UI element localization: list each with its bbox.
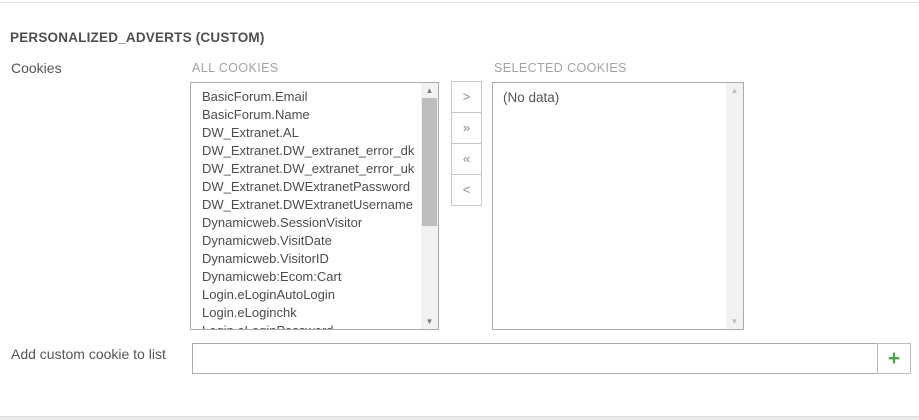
cookie-list-item[interactable]: Dynamicweb.VisitDate xyxy=(202,233,332,248)
cookie-list-item[interactable]: Dynamicweb.VisitorID xyxy=(202,251,329,266)
cookie-list-item[interactable]: Login.eLoginPassword xyxy=(202,322,421,329)
selected-cookies-listbox[interactable]: (No data) ▲ ▼ xyxy=(492,82,744,330)
page-title: PERSONALIZED_ADVERTS (CUSTOM) xyxy=(10,30,265,45)
cookie-list-item[interactable]: Login.eLoginAutoLogin xyxy=(202,287,336,302)
move-right-button[interactable]: > xyxy=(451,81,482,113)
scroll-up-arrow-icon[interactable]: ▲ xyxy=(425,86,434,95)
add-cookie-button[interactable]: + xyxy=(877,343,911,374)
bottom-divider xyxy=(0,416,919,420)
scroll-down-arrow-icon[interactable]: ▼ xyxy=(425,317,434,326)
all-cookies-scrollbar[interactable]: ▲ ▼ xyxy=(421,83,438,329)
add-custom-cookie-label: Add custom cookie to list xyxy=(11,346,166,362)
move-left-button[interactable]: < xyxy=(451,174,482,206)
scroll-down-arrow-icon[interactable]: ▼ xyxy=(730,317,739,326)
move-all-right-button[interactable]: » xyxy=(451,112,482,144)
cookie-list-item[interactable]: DW_Extranet.DW_extranet_error_uk xyxy=(202,161,415,176)
cookie-list-item[interactable]: DW_Extranet.AL xyxy=(202,125,299,140)
selected-cookies-header: SELECTED COOKIES xyxy=(494,61,627,75)
cookie-list-item[interactable]: DW_Extranet.DWExtranetUsername xyxy=(202,197,413,212)
cookie-list-item[interactable]: Dynamicweb:Ecom:Cart xyxy=(202,269,342,284)
scrollbar-thumb[interactable] xyxy=(422,98,437,226)
add-custom-cookie-input[interactable] xyxy=(192,343,878,374)
selected-cookies-empty-text: (No data) xyxy=(503,90,560,105)
cookie-list-item[interactable]: BasicForum.Email xyxy=(202,89,308,104)
top-divider xyxy=(0,2,919,3)
cookie-list-item[interactable]: BasicForum.Name xyxy=(202,107,310,122)
selected-cookies-scrollbar[interactable]: ▲ ▼ xyxy=(726,83,743,329)
cookie-list-item[interactable]: Dynamicweb.SessionVisitor xyxy=(202,215,363,230)
move-all-left-button[interactable]: « xyxy=(451,143,482,175)
cookies-field-label: Cookies xyxy=(11,60,62,76)
cookie-list-item[interactable]: Login.eLoginchk xyxy=(202,305,297,320)
transfer-buttons: > » « < xyxy=(451,81,482,206)
all-cookies-header: ALL COOKIES xyxy=(192,61,279,75)
cookie-list-item[interactable]: DW_Extranet.DW_extranet_error_dk xyxy=(202,143,415,158)
scroll-up-arrow-icon[interactable]: ▲ xyxy=(730,86,739,95)
cookie-list-item[interactable]: DW_Extranet.DWExtranetPassword xyxy=(202,179,411,194)
